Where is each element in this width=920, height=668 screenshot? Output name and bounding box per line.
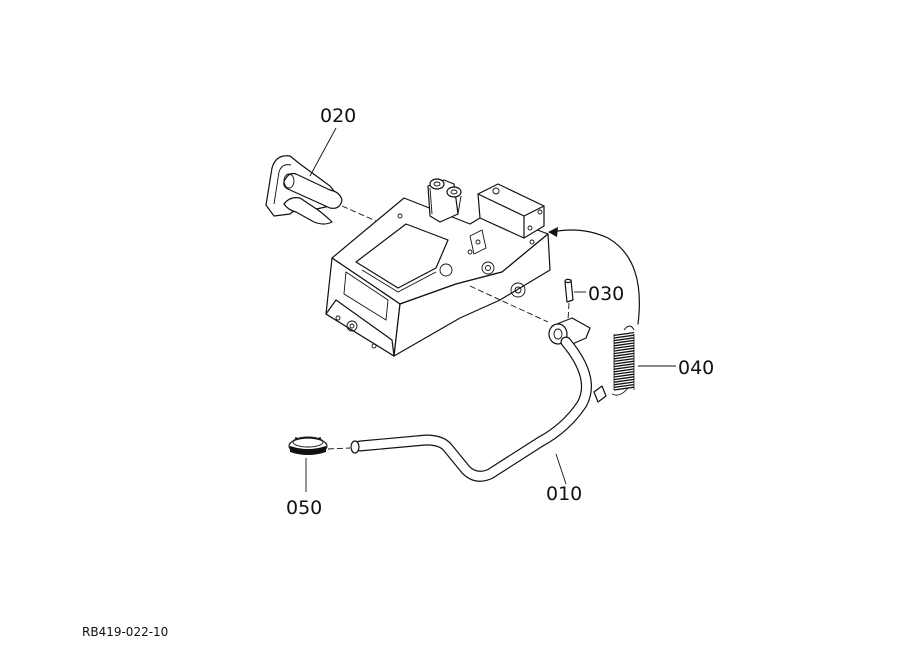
part-010-pedal-rod[interactable]: [350, 317, 607, 482]
spring-coil: [613, 383, 635, 389]
part-020-pedal[interactable]: [265, 155, 343, 225]
twin-pivot-bosses: [427, 178, 462, 223]
upper-bracket-box: [469, 183, 545, 255]
leader-010: [555, 453, 567, 485]
spring-coil: [613, 365, 635, 370]
spring-coil: [613, 334, 635, 339]
spring-hook-arrow: [551, 229, 640, 325]
reference-code: RB419-022-10: [82, 625, 168, 639]
assembly-line-050: [327, 447, 351, 450]
spring-coil: [613, 368, 635, 373]
spring-coil: [613, 331, 635, 337]
part-050-pedal-rubber[interactable]: [288, 436, 328, 455]
spring-coil: [613, 378, 635, 383]
spring-coil: [613, 347, 635, 352]
leader-020: [309, 127, 337, 177]
part-030-pin[interactable]: [564, 278, 574, 303]
spring-coil: [613, 350, 635, 355]
spring-coil: [613, 339, 635, 344]
spring-coil: [613, 360, 635, 365]
spring-coil: [613, 337, 635, 342]
callout-040: 040: [678, 357, 714, 379]
spring-coil: [613, 373, 635, 378]
callout-010: 010: [546, 483, 582, 505]
spring-coil: [613, 355, 635, 360]
spring-coil: [613, 376, 635, 381]
assembly-line-010: [469, 285, 549, 323]
callout-020: 020: [320, 105, 356, 127]
spring-coil: [613, 386, 635, 391]
callout-050: 050: [286, 497, 322, 519]
spring-coil: [613, 363, 635, 368]
spring-coil: [613, 370, 635, 376]
spring-coil: [613, 352, 635, 357]
spring-coil: [613, 381, 635, 386]
spring-coil: [613, 344, 635, 350]
callout-030: 030: [588, 283, 624, 305]
part-040-spring[interactable]: [611, 325, 635, 396]
assembly-line-030: [567, 302, 570, 321]
spring-coil: [613, 342, 635, 347]
spring-coil: [613, 357, 635, 363]
arrow-head: [548, 227, 558, 237]
